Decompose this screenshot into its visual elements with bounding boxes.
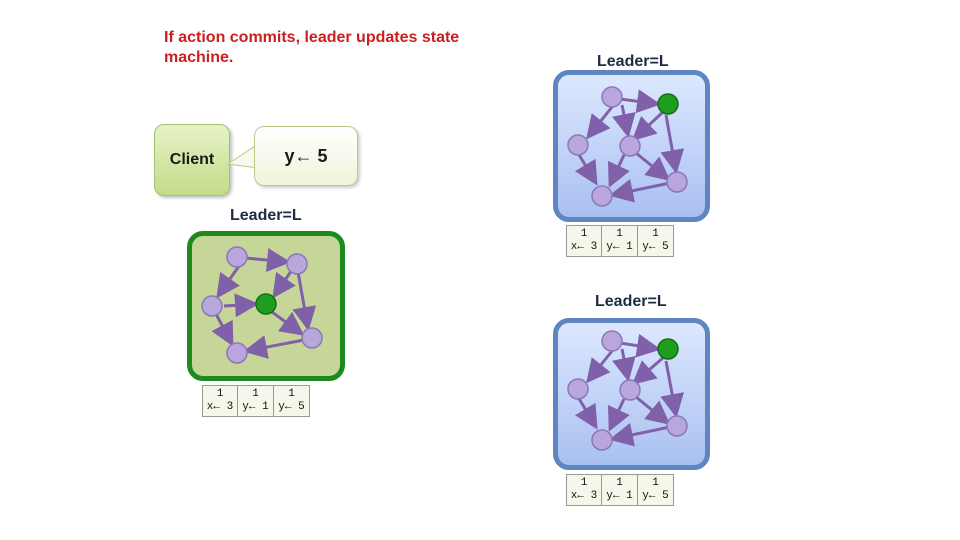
log-term: 1 bbox=[652, 228, 659, 240]
follower-node bbox=[601, 86, 623, 108]
edge bbox=[635, 151, 671, 181]
edge bbox=[211, 313, 234, 347]
follower-node bbox=[619, 379, 641, 401]
client-label: Client bbox=[169, 151, 215, 168]
log-entry: 1 y← 1 bbox=[602, 474, 638, 506]
log-left: 1 x← 3 1 y← 1 1 y← 5 bbox=[202, 385, 310, 417]
cluster-graph-right-bottom bbox=[567, 330, 688, 451]
leader-node bbox=[657, 93, 679, 115]
follower-node bbox=[226, 246, 248, 268]
edge bbox=[292, 271, 317, 331]
follower-node bbox=[666, 171, 688, 193]
log-right-bottom: 1 x← 3 1 y← 1 1 y← 5 bbox=[566, 474, 674, 506]
follower-node bbox=[591, 185, 613, 207]
edge bbox=[609, 422, 671, 447]
edge bbox=[244, 248, 291, 273]
log-right-top: 1 x← 3 1 y← 1 1 y← 5 bbox=[566, 225, 674, 257]
log-command: x← 3 bbox=[570, 490, 598, 502]
log-entry: 1 y← 5 bbox=[638, 225, 674, 257]
edge bbox=[631, 109, 666, 142]
edge bbox=[619, 333, 661, 358]
edge bbox=[574, 396, 598, 430]
edge bbox=[272, 269, 296, 299]
edge bbox=[619, 89, 661, 114]
edge bbox=[608, 154, 630, 188]
follower-node bbox=[567, 134, 589, 156]
edge bbox=[574, 152, 598, 186]
log-entry: 1 y← 5 bbox=[638, 474, 674, 506]
log-entry: 1 y← 1 bbox=[602, 225, 638, 257]
edge bbox=[635, 395, 671, 425]
log-command: y← 5 bbox=[642, 241, 669, 253]
follower-node bbox=[666, 415, 688, 437]
log-command: y← 5 bbox=[278, 401, 305, 413]
server-cluster-right-top bbox=[553, 70, 710, 222]
log-command: y← 5 bbox=[642, 490, 669, 502]
log-term: 1 bbox=[580, 228, 588, 240]
leader-label-left: Leader=L bbox=[230, 207, 302, 224]
log-term: 1 bbox=[616, 228, 623, 240]
log-command: x← 3 bbox=[570, 241, 598, 253]
follower-node bbox=[201, 295, 223, 317]
follower-node bbox=[591, 429, 613, 451]
log-command: x← 3 bbox=[206, 401, 234, 413]
edge bbox=[612, 348, 636, 382]
follower-node bbox=[619, 135, 641, 157]
edge bbox=[586, 350, 614, 384]
follower-node bbox=[286, 253, 308, 275]
follower-node bbox=[301, 327, 323, 349]
edge bbox=[660, 114, 685, 174]
log-entry: 1 x← 3 bbox=[202, 385, 238, 417]
edge bbox=[243, 335, 305, 359]
leader-node bbox=[255, 293, 277, 315]
server-cluster-right-bottom bbox=[553, 318, 710, 470]
log-term: 1 bbox=[616, 477, 623, 489]
log-command: y← 1 bbox=[242, 401, 269, 413]
client-node: Client bbox=[154, 124, 230, 196]
client-request-text: y← 5 bbox=[284, 145, 328, 166]
edge bbox=[216, 265, 241, 299]
caption: If action commits, leader updates state … bbox=[164, 29, 460, 66]
edge bbox=[586, 106, 614, 140]
edge bbox=[612, 104, 636, 138]
cluster-graph-right-top bbox=[567, 86, 688, 207]
log-term: 1 bbox=[216, 388, 224, 400]
log-command: y← 1 bbox=[606, 490, 633, 502]
edge bbox=[660, 360, 684, 418]
edge bbox=[631, 355, 665, 385]
log-term: 1 bbox=[288, 388, 295, 400]
log-term: 1 bbox=[580, 477, 588, 489]
edge bbox=[271, 310, 305, 336]
log-entry: 1 x← 3 bbox=[566, 474, 602, 506]
cluster-graph-left bbox=[201, 246, 323, 364]
client-request-bubble: y← 5 bbox=[254, 126, 358, 186]
follower-node bbox=[601, 330, 623, 352]
follower-node bbox=[226, 342, 248, 364]
leader-node bbox=[657, 338, 679, 360]
log-entry: 1 y← 1 bbox=[238, 385, 274, 417]
edge bbox=[608, 398, 630, 432]
edge bbox=[609, 178, 671, 203]
server-cluster-left bbox=[187, 231, 345, 381]
log-term: 1 bbox=[252, 388, 259, 400]
leader-label-right-top: Leader=L bbox=[597, 53, 669, 70]
leader-label-right-bottom: Leader=L bbox=[595, 293, 667, 310]
log-term: 1 bbox=[652, 477, 659, 489]
log-entry: 1 x← 3 bbox=[566, 225, 602, 257]
log-entry: 1 y← 5 bbox=[274, 385, 310, 417]
edge bbox=[223, 293, 259, 318]
follower-node bbox=[567, 378, 589, 400]
log-command: y← 1 bbox=[606, 241, 633, 253]
